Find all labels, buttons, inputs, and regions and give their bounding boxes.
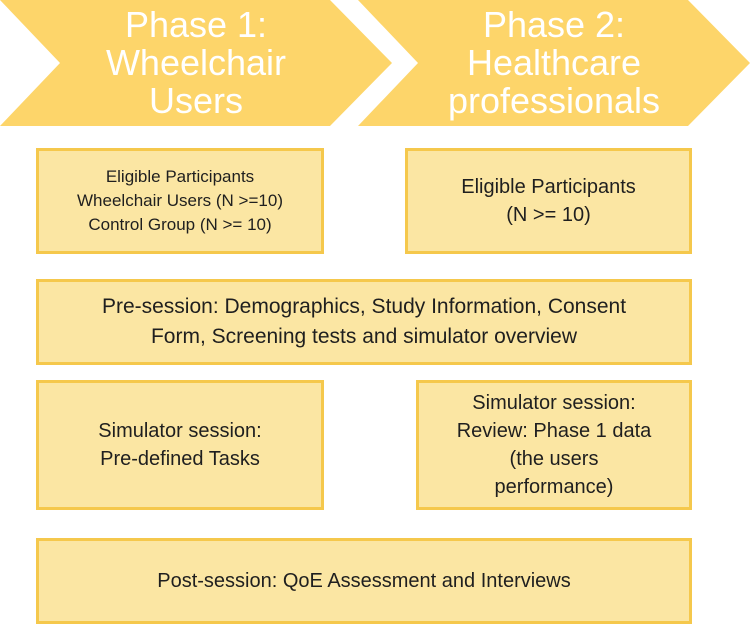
post-session-box: Post-session: QoE Assessment and Intervi… — [36, 538, 692, 624]
phase-2-chevron: Phase 2: Healthcare professionals — [358, 0, 750, 126]
phase-2-participants-box: Eligible Participants (N >= 10) — [405, 148, 692, 254]
phase-2-simulator-box: Simulator session: Review: Phase 1 data … — [416, 380, 692, 510]
phase-2-title: Phase 2: Healthcare professionals — [447, 4, 661, 121]
chevron-arrow-shape — [358, 0, 750, 126]
pre-session-box: Pre-session: Demographics, Study Informa… — [36, 279, 692, 365]
phase-1-title: Phase 1: Wheelchair Users — [105, 4, 287, 121]
phase-1-participants-box: Eligible Participants Wheelchair Users (… — [36, 148, 324, 254]
phase-1-chevron: Phase 1: Wheelchair Users — [0, 0, 392, 126]
phase-1-simulator-box: Simulator session: Pre-defined Tasks — [36, 380, 324, 510]
chevron-arrow-shape — [0, 0, 392, 126]
